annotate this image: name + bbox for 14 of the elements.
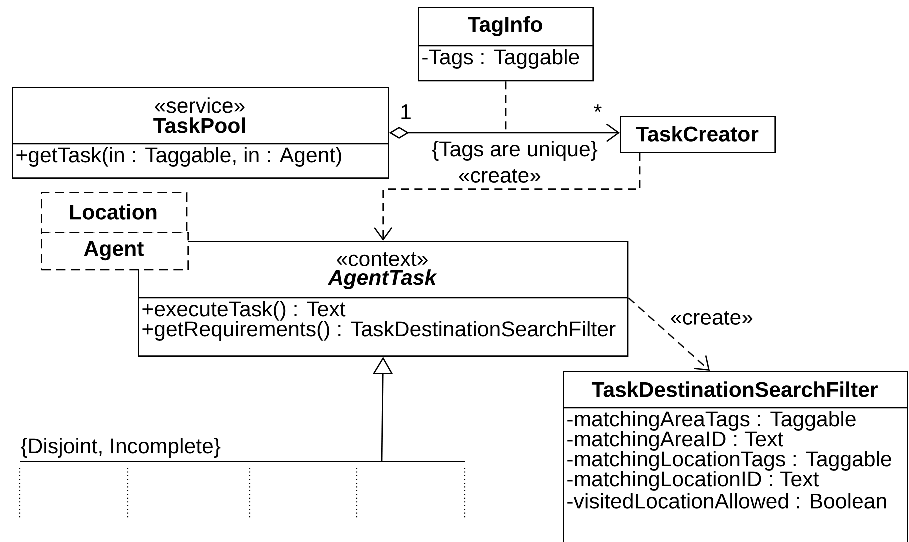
class-box: TaskCreator [620,116,776,154]
edge-label: {Tags are unique} [430,140,600,162]
edge-label: «create» [457,168,543,184]
class-box: TagInfo -Tags : Taggable [418,7,594,82]
edge-label: «create» [669,310,755,326]
class-box: TaskDestinationSearchFilter -matchingAreaTags : Taggable -matchingAreaID : Text -matchingLocationTags : Taggable -matchingLocationID : Text -visitedLocationAllowed : Boolean [563,371,908,542]
class-box: «service» TaskPool +getTask(in : Taggable, in : Agent) [12,87,390,179]
multiplicity: * [594,104,602,112]
arrow [628,298,710,371]
multiplicity: 1 [402,104,411,120]
arrow [374,153,641,241]
class-box: Location [41,192,188,234]
generalization-tree-drawing [19,461,466,520]
class-box: Agent [41,232,189,271]
